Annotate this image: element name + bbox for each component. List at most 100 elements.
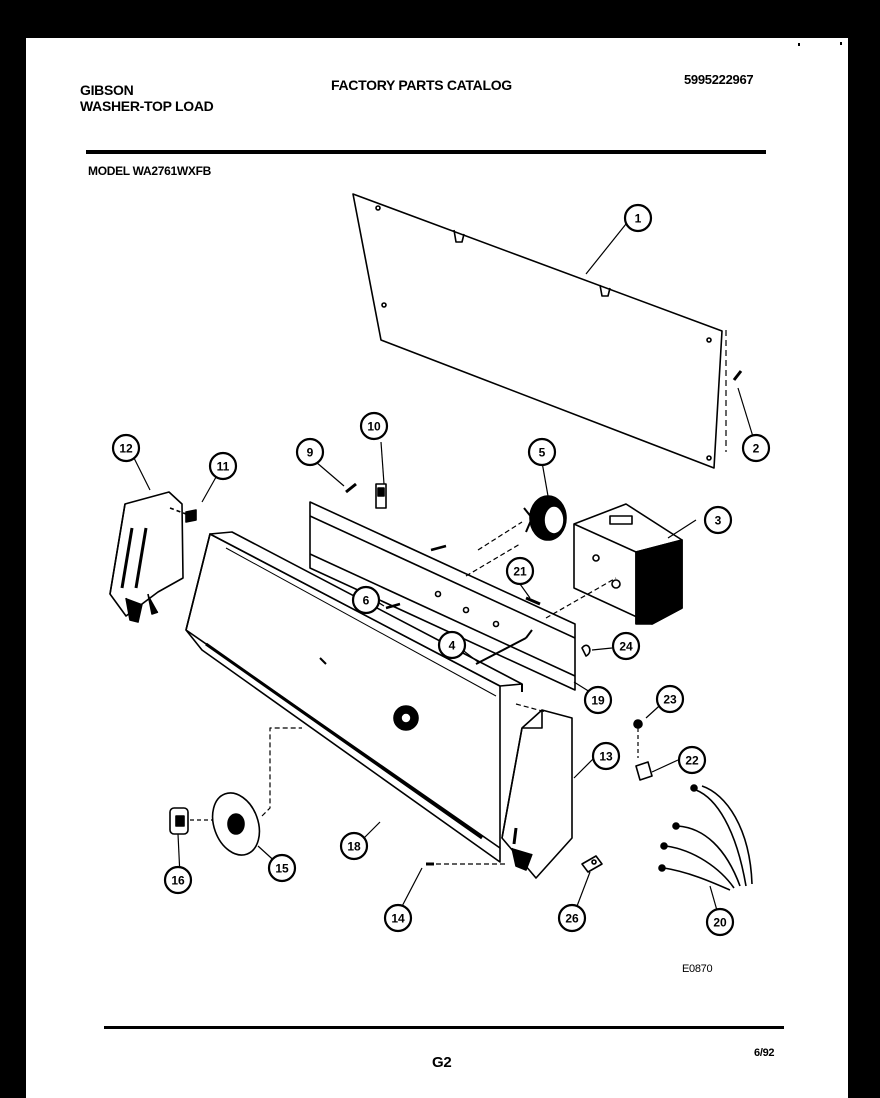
callout-label: 23 xyxy=(663,693,677,707)
callout-21: 21 xyxy=(505,556,535,586)
callout-label: 21 xyxy=(513,565,527,579)
callout-4: 4 xyxy=(437,630,467,660)
callout-label: 4 xyxy=(449,639,456,653)
callout-10: 10 xyxy=(359,411,389,441)
part-right-end-cap xyxy=(501,703,573,879)
callout-2: 2 xyxy=(741,433,771,463)
callout-circle xyxy=(383,903,413,933)
callout-16: 16 xyxy=(163,865,193,895)
callout-circle xyxy=(557,903,587,933)
part-knob-16 xyxy=(169,807,212,835)
callout-9: 9 xyxy=(295,437,325,467)
callout-circle xyxy=(339,831,369,861)
callout-label: 19 xyxy=(591,694,605,708)
part-back-panel xyxy=(352,193,723,469)
catalog-title: FACTORY PARTS CATALOG xyxy=(331,77,512,93)
callout-3: 3 xyxy=(703,505,733,535)
callout-label: 26 xyxy=(565,912,579,926)
callout-label: 6 xyxy=(363,594,370,608)
part-timer-motor xyxy=(465,495,567,577)
callout-circle xyxy=(677,745,707,775)
callout-label: 9 xyxy=(307,446,314,460)
callout-label: 20 xyxy=(713,916,727,930)
part-left-end-cap xyxy=(109,491,184,623)
callout-12: 12 xyxy=(111,433,141,463)
callout-circle xyxy=(505,556,535,586)
part-control-rail xyxy=(309,501,576,691)
callout-label: 2 xyxy=(753,442,760,456)
part-4 xyxy=(475,629,533,665)
callout-circle xyxy=(705,907,735,937)
callout-circle xyxy=(623,203,653,233)
callout-circle xyxy=(583,685,613,715)
page-number: G2 xyxy=(432,1054,452,1071)
registration-marks xyxy=(798,42,842,46)
catalog-part-number: 5995222967 xyxy=(684,72,754,87)
callout-label: 18 xyxy=(347,840,361,854)
callout-circle xyxy=(655,684,685,714)
callout-circle xyxy=(591,741,621,771)
part-bracket-10 xyxy=(375,483,387,509)
callout-circle xyxy=(351,585,381,615)
part-24 xyxy=(581,644,591,657)
callout-label: 12 xyxy=(119,442,133,456)
part-26 xyxy=(581,855,603,873)
page-date: 6/92 xyxy=(754,1047,775,1059)
part-6 xyxy=(385,602,401,610)
callout-label: 10 xyxy=(367,420,381,434)
part-wire-harness xyxy=(658,784,753,891)
callout-label: 14 xyxy=(391,912,405,926)
product-type: WASHER-TOP LOAD xyxy=(80,98,214,114)
callout-label: 5 xyxy=(539,446,546,460)
callout-20: 20 xyxy=(705,907,735,937)
part-screw-23 xyxy=(633,719,643,758)
callout-1: 1 xyxy=(623,203,653,233)
callout-label: 13 xyxy=(599,750,613,764)
brand-name: GIBSON xyxy=(80,82,134,98)
callout-circle xyxy=(527,437,557,467)
callout-24: 24 xyxy=(611,631,641,661)
callout-26: 26 xyxy=(557,903,587,933)
part-clip-22 xyxy=(635,761,653,781)
callout-label: 22 xyxy=(685,754,699,768)
footer-rule xyxy=(104,1026,784,1029)
callout-label: 1 xyxy=(635,212,642,226)
callout-label: 15 xyxy=(275,862,289,876)
callout-18: 18 xyxy=(339,831,369,861)
catalog-page: GIBSON WASHER-TOP LOAD FACTORY PARTS CAT… xyxy=(26,38,848,1098)
callout-13: 13 xyxy=(591,741,621,771)
model-number: MODEL WA2761WXFB xyxy=(88,164,211,178)
part-screw-2 xyxy=(725,330,743,452)
callout-22: 22 xyxy=(677,745,707,775)
header-rule xyxy=(86,150,766,154)
callout-6: 6 xyxy=(351,585,381,615)
callout-label: 3 xyxy=(715,514,722,528)
part-21 xyxy=(525,596,541,606)
callout-circle xyxy=(295,437,325,467)
part-knob-15 xyxy=(211,727,302,856)
part-timer xyxy=(545,503,683,625)
part-screw-9 xyxy=(345,482,357,494)
callout-label: 16 xyxy=(171,874,185,888)
callout-label: 24 xyxy=(619,640,633,654)
callout-circle xyxy=(703,505,733,535)
callout-circle xyxy=(359,411,389,441)
callout-circle xyxy=(611,631,641,661)
callout-11: 11 xyxy=(208,451,238,481)
callout-label: 11 xyxy=(217,460,230,474)
callout-circle xyxy=(208,451,238,481)
part-clip-11 xyxy=(169,507,197,523)
callout-circle xyxy=(267,853,297,883)
callout-circle xyxy=(163,865,193,895)
diagram-code: E0870 xyxy=(682,963,713,975)
callout-circle xyxy=(111,433,141,463)
callout-5: 5 xyxy=(527,437,557,467)
callout-19: 19 xyxy=(583,685,613,715)
callout-circle xyxy=(741,433,771,463)
callout-circle xyxy=(437,630,467,660)
callout-15: 15 xyxy=(267,853,297,883)
callout-14: 14 xyxy=(383,903,413,933)
callout-23: 23 xyxy=(655,684,685,714)
